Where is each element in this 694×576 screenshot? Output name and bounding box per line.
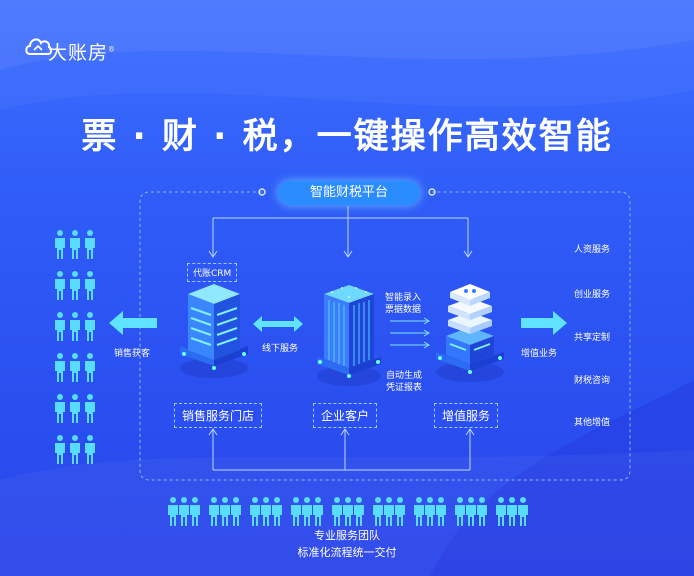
arrow-icon xyxy=(109,311,157,335)
cloud-logo-icon xyxy=(25,38,52,55)
label-offline: 线下服务 xyxy=(262,344,299,354)
label-acquire: 销售获客 xyxy=(114,349,151,359)
arrow-icon xyxy=(253,316,303,332)
stack-icon xyxy=(436,284,504,382)
service-item: 其他增值 xyxy=(574,418,611,428)
people-icon xyxy=(55,230,95,464)
people-icon xyxy=(168,497,538,526)
service-item: 财税咨询 xyxy=(574,376,611,386)
node-client: 企业客户 xyxy=(313,403,378,428)
label-auto-gen-2: 凭证报表 xyxy=(386,383,423,393)
node-value: 增值服务 xyxy=(434,403,499,428)
team-line-2: 标准化流程统一交付 xyxy=(297,546,397,559)
headline: 票 · 财 · 税，一键操作高效智能 xyxy=(81,117,613,157)
node-store: 销售服务门店 xyxy=(174,403,263,428)
server-icon xyxy=(180,284,248,378)
service-item: 人资服务 xyxy=(574,245,611,255)
label-smart-entry-1: 智能录入 xyxy=(385,293,422,303)
label-value-biz: 增值业务 xyxy=(521,349,558,359)
label-auto-gen-1: 自动生成 xyxy=(386,371,423,381)
label-smart-entry-2: 票据数据 xyxy=(385,305,422,315)
service-item: 创业服务 xyxy=(574,290,611,300)
arrow-icon xyxy=(521,311,567,335)
crm-label: 代账CRM xyxy=(187,263,238,282)
platform-pill: 智能财税平台 xyxy=(278,181,420,205)
brand-name: 大账房® xyxy=(48,42,117,64)
service-item: 共享定制 xyxy=(574,333,611,343)
team-line-1: 专业服务团队 xyxy=(314,529,380,542)
building-icon xyxy=(317,285,381,386)
